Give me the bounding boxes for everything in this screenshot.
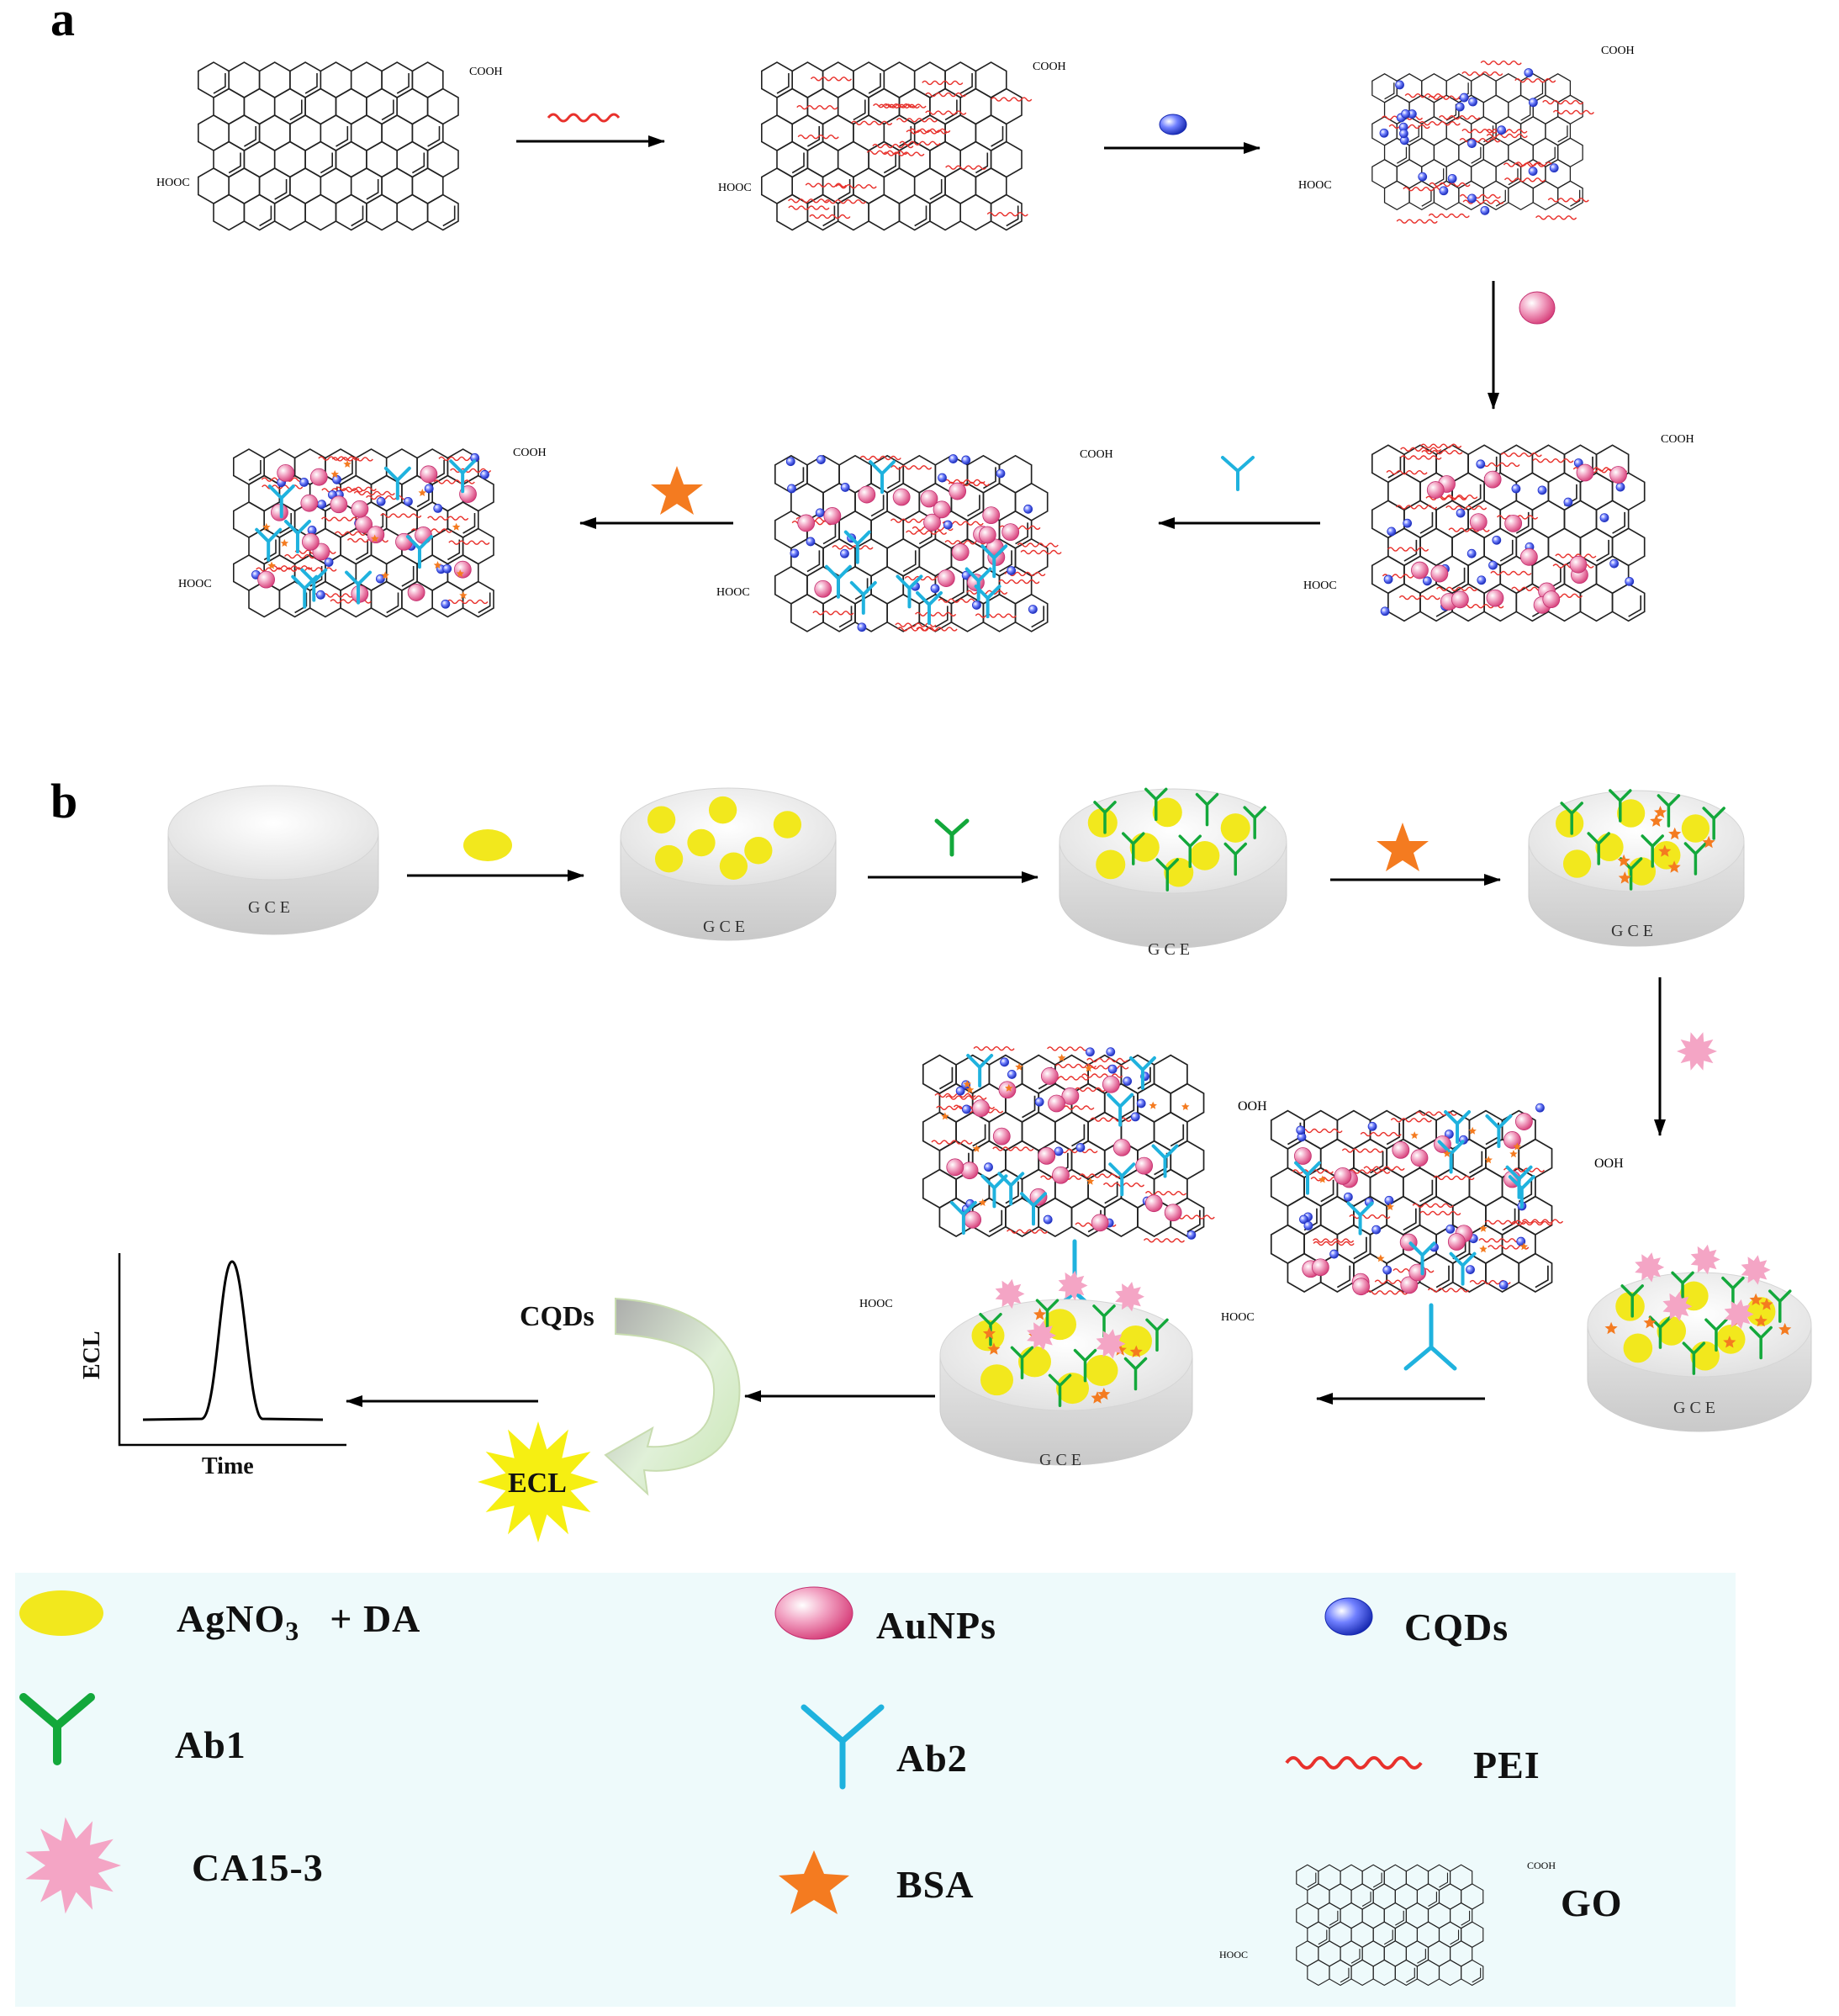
- legend-aunp-icon: [774, 1586, 853, 1640]
- gce-electrode-ab1: GCE: [1059, 787, 1287, 959]
- gce-electrode-antigen: GCE: [1587, 1244, 1812, 1432]
- svg-text:HOOC: HOOC: [716, 586, 750, 599]
- cqd-sphere-icon: [1159, 114, 1187, 135]
- time-axis-label: Time: [202, 1453, 254, 1479]
- legend-bsa-label: BSA: [896, 1863, 974, 1906]
- legend-pei-icon: [1285, 1756, 1423, 1770]
- panel-a: COOH HOOC COOH HOOC COOH HOOC: [156, 45, 1694, 632]
- legend-ca153-label: CA15-3: [192, 1846, 324, 1889]
- bsa-star-icon-b: [1377, 823, 1429, 871]
- legend-ab2-icon: [801, 1704, 885, 1790]
- svg-text:GCE: GCE: [1611, 922, 1657, 940]
- legend-ag-da-icon: [19, 1590, 103, 1636]
- svg-text:HOOC: HOOC: [1219, 1949, 1248, 1960]
- pei-wave-icon: [547, 113, 621, 123]
- panel-label-b: b: [50, 774, 77, 828]
- go-sheet-ab2: COOH HOOC: [716, 448, 1113, 632]
- svg-text:HOOC: HOOC: [1221, 1311, 1255, 1324]
- probe-sheet-right: OOH HOOC: [1221, 1103, 1624, 1371]
- svg-text:GCE: GCE: [1673, 1399, 1720, 1417]
- svg-text:COOH: COOH: [1527, 1860, 1556, 1871]
- aunp-sphere-icon: [1519, 291, 1556, 325]
- svg-text:COOH: COOH: [1033, 61, 1066, 73]
- gce-electrode-bare: GCE: [167, 785, 379, 935]
- legend-bsa-icon: [779, 1850, 849, 1914]
- legend-ab1-label: Ab1: [175, 1723, 246, 1766]
- svg-text:ECL: ECL: [508, 1468, 567, 1499]
- svg-text:GCE: GCE: [248, 898, 294, 917]
- legend-ab2-label: Ab2: [896, 1737, 968, 1780]
- go-sheet-aunps: COOH HOOC: [1303, 433, 1694, 622]
- panel-b: GCE GCE GCE: [79, 785, 1812, 1542]
- svg-text:HOOC: HOOC: [1298, 179, 1332, 192]
- ca153-burst-icon: [1677, 1032, 1717, 1071]
- legend-go-icon: COOH HOOC: [1219, 1860, 1556, 1987]
- svg-text:HOOC: HOOC: [859, 1298, 893, 1310]
- go-sheet-bsa: COOH HOOC: [178, 447, 547, 618]
- legend-aunps-label: AuNPs: [876, 1604, 996, 1647]
- legend-pei-label: PEI: [1473, 1743, 1540, 1786]
- gce-electrode-bsa: GCE: [1528, 789, 1745, 947]
- legend-cqd-icon: [1324, 1597, 1373, 1636]
- svg-text:HOOC: HOOC: [1303, 579, 1337, 592]
- svg-text:OOH: OOH: [1594, 1156, 1624, 1171]
- svg-text:COOH: COOH: [1080, 448, 1113, 461]
- svg-text:COOH: COOH: [469, 66, 503, 78]
- ab2-antibody-icon: [1221, 456, 1255, 491]
- legend-ab1-icon: [19, 1693, 95, 1765]
- svg-text:HOOC: HOOC: [718, 182, 752, 194]
- ecl-peak-curve: [142, 1260, 324, 1421]
- ecl-burst-icon: ECL: [478, 1421, 599, 1542]
- legend-ca153-icon: [25, 1817, 121, 1914]
- go-sheet-pei: COOH HOOC: [718, 61, 1066, 231]
- ecl-plot: ECL Time: [79, 1253, 346, 1479]
- legend-cqds-label: CQDs: [1404, 1606, 1509, 1648]
- svg-text:COOH: COOH: [513, 447, 547, 459]
- go-sheet-step1: COOH HOOC: [156, 61, 503, 231]
- legend-ag-da-label: AgNO3+ DA: [177, 1597, 420, 1646]
- legend-background: [15, 1573, 1736, 2007]
- cqds-label: CQDs: [520, 1301, 595, 1332]
- svg-text:GCE: GCE: [1148, 940, 1194, 959]
- svg-text:HOOC: HOOC: [178, 578, 212, 590]
- svg-text:COOH: COOH: [1601, 45, 1635, 57]
- ab1-antibody-icon: [934, 818, 970, 857]
- go-sheet-cqds: COOH HOOC: [1298, 45, 1635, 224]
- probe-sheet-left: OOH HOOC: [859, 1046, 1267, 1311]
- panel-label-a: a: [50, 0, 75, 46]
- ecl-axis-label: ECL: [79, 1331, 105, 1379]
- legend-go-label: GO: [1561, 1881, 1623, 1924]
- legend: AgNO3+ DA AuNPs CQDs Ab1 Ab2 PEI CA15-3 …: [15, 1573, 1736, 2007]
- svg-text:GCE: GCE: [1039, 1451, 1086, 1469]
- svg-text:HOOC: HOOC: [156, 177, 190, 189]
- svg-text:OOH: OOH: [1238, 1099, 1267, 1114]
- curved-arrow: [604, 1297, 741, 1496]
- svg-text:GCE: GCE: [703, 918, 749, 936]
- gce-electrode-sandwich: GCE: [939, 1270, 1193, 1469]
- ag-da-dot-icon: [463, 829, 512, 861]
- svg-text:COOH: COOH: [1661, 433, 1694, 446]
- gce-electrode-ag: GCE: [620, 787, 837, 941]
- bsa-star-icon: [651, 466, 703, 515]
